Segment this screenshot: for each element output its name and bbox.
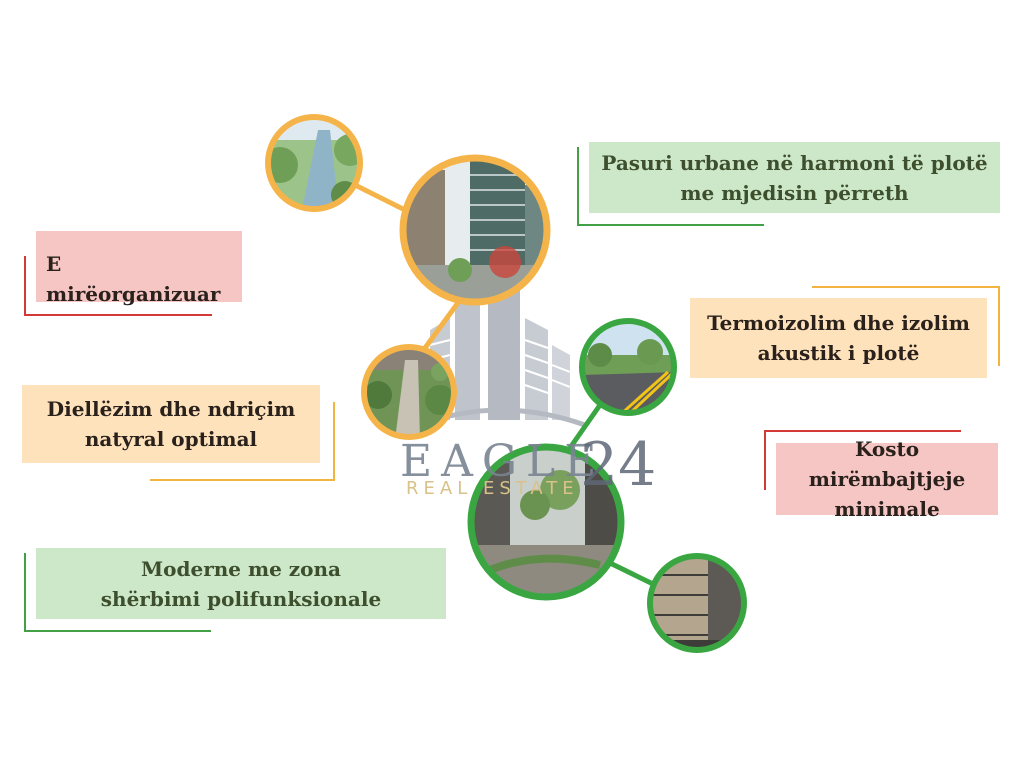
apartment-towers-photo xyxy=(399,154,551,306)
accent-line-maintenance-h xyxy=(764,430,961,432)
building-facade-photo xyxy=(647,553,747,653)
logo-tagline: REAL ESTATE xyxy=(406,478,579,499)
accent-line-services-h xyxy=(24,630,211,632)
watermark-logo: EAGLE 24 REAL ESTATE xyxy=(400,430,660,506)
feature-box-organized: E mirëorganizuar xyxy=(36,231,242,306)
logo-name: EAGLE xyxy=(400,436,606,487)
accent-line-maintenance-v xyxy=(764,430,766,490)
feature-label-sunlight: Diellëzim dhe ndriçim natyral optimal xyxy=(46,397,296,451)
accent-line-services-v xyxy=(24,553,26,631)
feature-box-insulation: Termoizolim dhe izolim akustik i plotë xyxy=(690,298,987,378)
feature-label-maintenance: Kosto mirëmbajtjeje minimale xyxy=(808,437,966,521)
feature-box-urban: Pasuri urbane në harmoni të plotë me mje… xyxy=(589,142,1000,213)
accent-line-urban-h xyxy=(577,224,764,226)
feature-label-urban: Pasuri urbane në harmoni të plotë me mje… xyxy=(601,150,988,205)
feature-box-services: Moderne me zona shërbimi polifunksionale xyxy=(36,548,446,619)
feature-label-organized: E mirëorganizuar xyxy=(46,252,221,306)
feature-label-insulation: Termoizolim dhe izolim akustik i plotë xyxy=(707,311,970,365)
accent-line-organized-h xyxy=(24,314,212,316)
logo-number: 24 xyxy=(580,430,657,500)
accent-line-insulation-v xyxy=(998,286,1000,366)
feature-box-sunlight: Diellëzim dhe ndriçim natyral optimal xyxy=(22,385,320,463)
feature-label-services: Moderne me zona shërbimi polifunksionale xyxy=(100,556,382,611)
connector-lines xyxy=(353,182,657,588)
canal-landscape-photo xyxy=(265,114,363,212)
accent-line-sunlight-h xyxy=(150,479,335,481)
courtyard-garden-photo xyxy=(361,344,457,440)
accent-line-insulation-h xyxy=(812,286,1000,288)
accent-line-sunlight-v xyxy=(333,402,335,480)
road-street-photo xyxy=(579,318,677,416)
accent-line-organized-v xyxy=(24,256,26,316)
accent-line-urban-v xyxy=(577,147,579,225)
feature-box-maintenance: Kosto mirëmbajtjeje minimale xyxy=(776,437,998,521)
